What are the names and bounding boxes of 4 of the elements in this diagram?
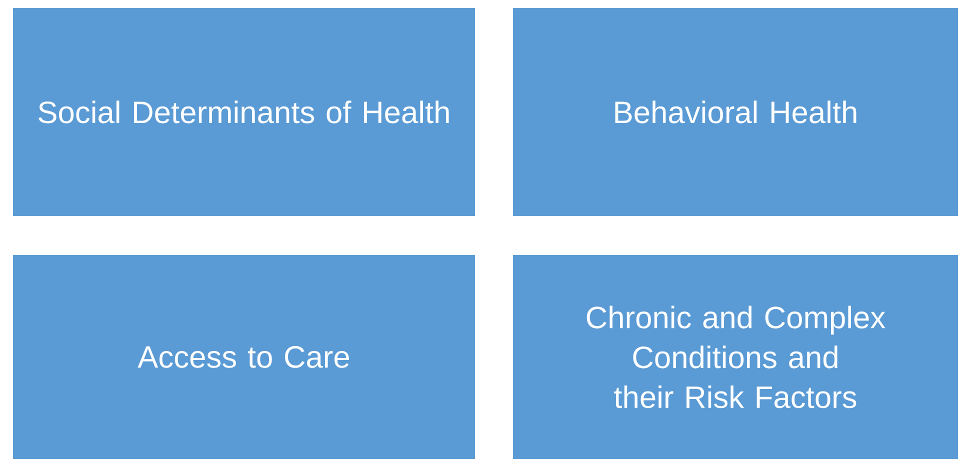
text-box: Access to Care [13,254,475,459]
text-box: Behavioral Health [513,8,958,216]
text-box: Chronic and Complex Conditions and their Risk Factors [513,254,958,459]
text-box: Social Determinants of Health [13,8,475,216]
